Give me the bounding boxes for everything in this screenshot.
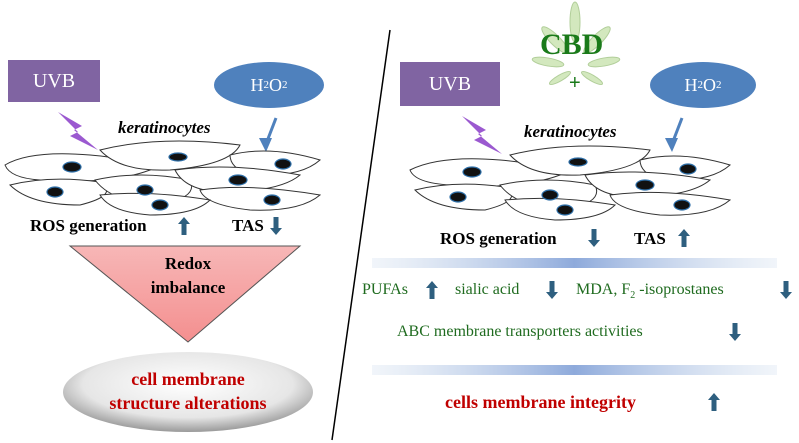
plus-sign: + bbox=[569, 72, 581, 94]
blue-arrow-icon bbox=[665, 117, 684, 152]
down-arrow-icon bbox=[780, 281, 792, 299]
redox-imbalance-label: Redox imbalance bbox=[110, 252, 266, 300]
ros-generation-label: ROS generation bbox=[440, 229, 557, 248]
tas-label: TAS bbox=[232, 216, 264, 235]
ros-generation-label: ROS generation bbox=[30, 216, 147, 235]
h2o2-sub: 2 bbox=[697, 79, 704, 91]
keratinocytes-label: keratinocytes bbox=[118, 118, 211, 137]
blue-arrow-icon bbox=[259, 117, 278, 152]
h2o2-o: O bbox=[703, 74, 716, 95]
redox-line-2: imbalance bbox=[150, 278, 226, 297]
uvb-box-right: UVB bbox=[400, 62, 500, 106]
redox-triangle bbox=[68, 245, 302, 343]
h2o2-h: H bbox=[684, 74, 698, 95]
lightning-icon bbox=[462, 116, 502, 154]
cbd-label: CBD bbox=[540, 28, 604, 61]
tas-label: TAS bbox=[634, 229, 666, 248]
up-arrow-icon bbox=[178, 217, 190, 235]
abc-transporters-label: ABC membrane transporters activities bbox=[397, 323, 643, 340]
panel-divider bbox=[331, 29, 391, 441]
mda-sub: 2 bbox=[630, 290, 636, 302]
lightning-icon bbox=[58, 112, 98, 150]
h2o2-o: O bbox=[269, 74, 282, 95]
outcome-line-2: structure alterations bbox=[109, 393, 267, 413]
sialic-acid-label: sialic acid bbox=[455, 281, 520, 298]
outcome-oval bbox=[63, 352, 313, 432]
up-arrow-icon bbox=[708, 393, 720, 411]
redox-line-1: Redox bbox=[164, 254, 212, 273]
h2o2-sub: 2 bbox=[716, 79, 722, 91]
down-arrow-icon bbox=[588, 229, 600, 247]
uvb-label: UVB bbox=[32, 69, 76, 92]
mda-text: MDA, F bbox=[576, 281, 631, 298]
cell-membrane-alterations-label: cell membrane structure alterations bbox=[68, 367, 308, 415]
cell-nuclei-right bbox=[449, 157, 697, 216]
separator-bar bbox=[372, 365, 777, 375]
h2o2-h: H bbox=[250, 74, 264, 95]
keratinocytes-label: keratinocytes bbox=[524, 122, 617, 141]
cells-membrane-integrity-label: cells membrane integrity bbox=[445, 392, 636, 412]
h2o2-sub: 2 bbox=[263, 79, 270, 91]
h2o2-sub: 2 bbox=[282, 79, 288, 91]
down-arrow-icon bbox=[546, 281, 558, 299]
up-arrow-icon bbox=[426, 281, 438, 299]
isoprostanes-text: -isoprostanes bbox=[635, 281, 724, 298]
outcome-line-1: cell membrane bbox=[131, 369, 245, 389]
down-arrow-icon bbox=[729, 323, 741, 341]
separator-bar bbox=[372, 258, 777, 268]
up-arrow-icon bbox=[678, 229, 690, 247]
cannabis-leaf-icon bbox=[531, 1, 621, 86]
uvb-box-left: UVB bbox=[8, 60, 100, 102]
pufas-label: PUFAs bbox=[362, 281, 408, 298]
mda-isoprostanes-label: MDA, F2 -isoprostanes bbox=[576, 281, 724, 301]
down-arrow-icon bbox=[270, 217, 282, 235]
cell-nuclei-left bbox=[46, 152, 292, 211]
uvb-label: UVB bbox=[428, 72, 472, 95]
